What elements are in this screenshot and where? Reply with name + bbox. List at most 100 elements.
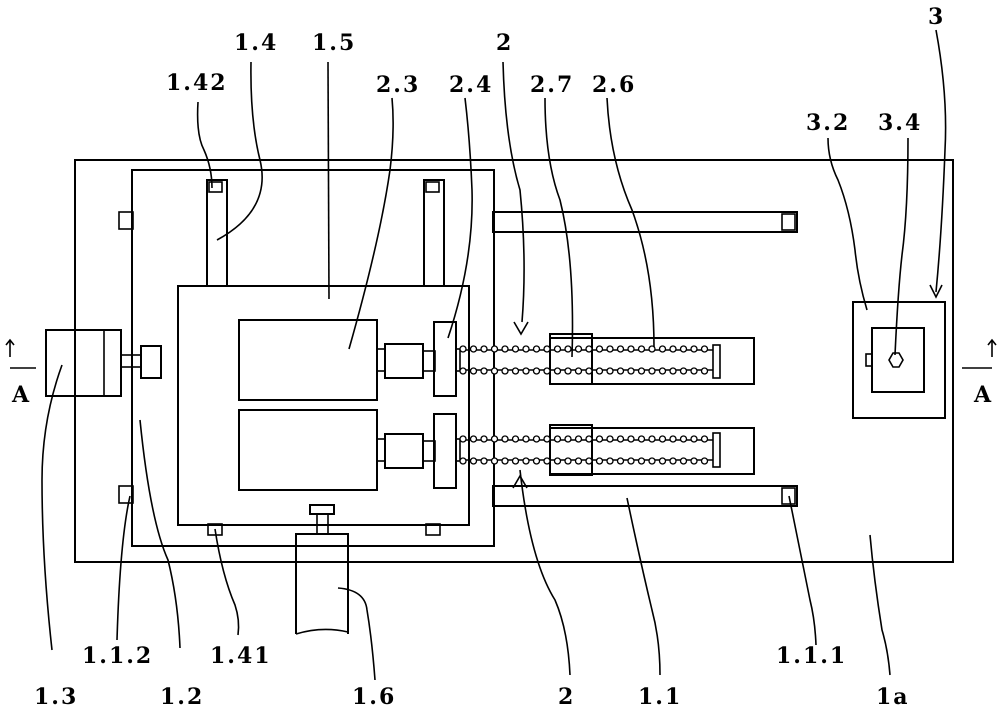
spring-coil	[637, 457, 646, 465]
spring-coil	[553, 367, 562, 375]
spring-coil	[574, 367, 583, 375]
spring-coil	[648, 367, 656, 375]
spring-coil	[574, 435, 583, 443]
spring-coil	[522, 457, 530, 465]
spring-coil	[522, 435, 530, 443]
screw-assembly-upper	[459, 333, 755, 385]
spring-coil	[469, 367, 478, 375]
spring-coil	[490, 457, 499, 465]
spring-coil	[532, 435, 541, 443]
label-1-3: 1.3	[34, 684, 78, 710]
bottom-cylinder	[295, 504, 349, 635]
section-arrow-left	[5, 338, 36, 369]
spring-coil	[648, 457, 656, 465]
spring-coil	[658, 367, 667, 375]
spring-coil	[637, 435, 646, 443]
label-2-top: 2	[496, 30, 513, 56]
spring-coil	[469, 457, 478, 465]
spring-coil	[679, 457, 688, 465]
right-unit	[852, 301, 946, 419]
label-a-right: A	[973, 382, 993, 408]
spring-coil	[595, 367, 604, 375]
spring-coil	[595, 435, 604, 443]
label-3-2: 3.2	[806, 110, 850, 136]
label-1-42: 1.42	[166, 70, 228, 96]
label-1-1: 1.1	[638, 684, 682, 710]
spring-coil	[501, 435, 509, 443]
label-2-bottom: 2	[558, 684, 575, 710]
guide-rail-bottom	[492, 485, 798, 507]
spring-coil	[532, 367, 541, 375]
spring-coil	[480, 367, 488, 375]
spring-coil	[679, 435, 688, 443]
spring-coil	[669, 435, 677, 443]
spring-coil	[669, 367, 677, 375]
spring-coil	[564, 345, 572, 353]
spring-coil	[543, 435, 551, 443]
spring-coil	[585, 435, 593, 443]
label-2-3: 2.3	[376, 72, 420, 98]
spring-coil	[648, 435, 656, 443]
spring-coil	[700, 345, 709, 353]
left-cylinder	[45, 329, 162, 397]
spring-coil	[511, 367, 520, 375]
spring-coil	[669, 345, 677, 353]
label-2-4: 2.4	[449, 72, 493, 98]
label-2-7: 2.7	[530, 72, 574, 98]
spring-coil	[585, 345, 593, 353]
spring-coil	[627, 435, 635, 443]
label-1-2: 1.2	[160, 684, 204, 710]
spring-coil	[574, 457, 583, 465]
spring-coil	[501, 345, 509, 353]
spring-coil	[606, 367, 614, 375]
spring-coil	[606, 457, 614, 465]
label-a-left: A	[11, 382, 31, 408]
spring-coil	[511, 457, 520, 465]
spring-coil	[543, 457, 551, 465]
label-2-6: 2.6	[592, 72, 636, 98]
spring-coil	[553, 435, 562, 443]
spring-coil	[490, 435, 499, 443]
spring-coil	[616, 367, 625, 375]
spring-lower	[459, 435, 709, 465]
spring-coil	[574, 345, 583, 353]
carriage-slider-top-left	[118, 211, 134, 230]
spring-coil	[543, 367, 551, 375]
spring-coil	[658, 457, 667, 465]
spring-coil	[564, 435, 572, 443]
coupling-lower	[376, 413, 461, 489]
coupling-upper	[376, 321, 461, 397]
spring-coil	[459, 367, 467, 375]
spring-upper	[459, 345, 709, 375]
spring-coil	[679, 367, 688, 375]
label-1-5: 1.5	[312, 30, 356, 56]
label-1-1-1: 1.1.1	[776, 643, 847, 669]
spring-coil	[585, 457, 593, 465]
spring-coil	[627, 367, 635, 375]
spring-coil	[480, 435, 488, 443]
spring-coil	[511, 345, 520, 353]
label-3-4: 3.4	[878, 110, 922, 136]
spring-coil	[490, 367, 499, 375]
label-1-4: 1.4	[234, 30, 278, 56]
part-labels: 1.42 1.4 1.5 2.3 2.4 2 2.7 2.6 3.2 3.4 3…	[11, 4, 993, 710]
spring-coil	[469, 345, 478, 353]
spring-coil	[700, 367, 709, 375]
screw-assembly-lower	[459, 424, 755, 476]
spring-coil	[490, 345, 499, 353]
spring-coil	[627, 457, 635, 465]
spring-coil	[690, 367, 698, 375]
spring-coil	[522, 345, 530, 353]
spring-coil	[480, 345, 488, 353]
spring-coil	[469, 435, 478, 443]
spring-coil	[690, 435, 698, 443]
spring-coil	[627, 345, 635, 353]
spring-coil	[585, 367, 593, 375]
base-plate	[74, 159, 954, 563]
spring-coil	[501, 367, 509, 375]
spring-coil	[480, 457, 488, 465]
spring-coil	[459, 457, 467, 465]
spring-coil	[648, 345, 656, 353]
spring-coil	[616, 345, 625, 353]
